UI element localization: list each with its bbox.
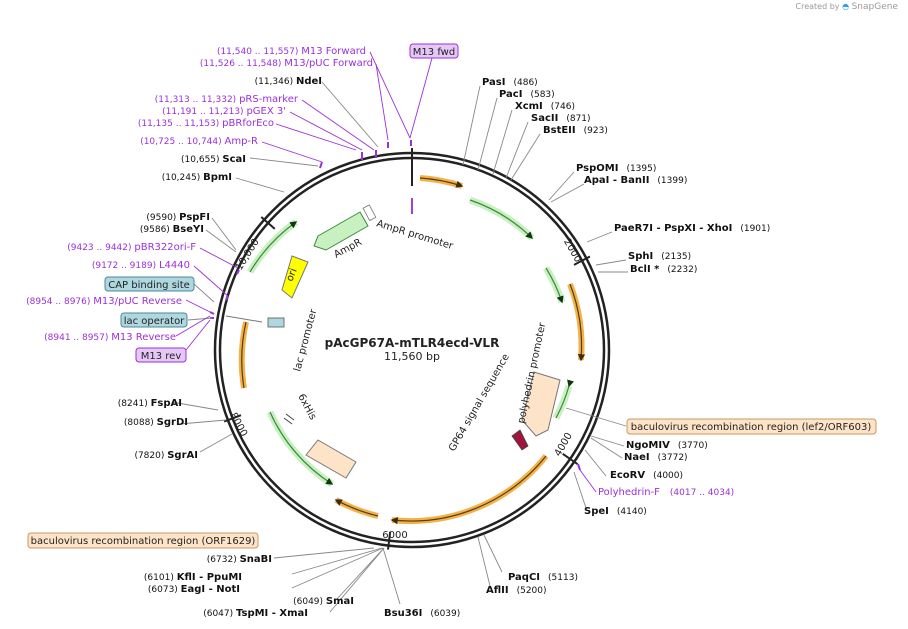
m13-rev-label: M13 rev — [141, 351, 182, 362]
lac-operator-label: lac operator — [124, 316, 185, 327]
primer-label-6[interactable]: (9423 .. 9442) pBR322ori-F — [67, 242, 196, 253]
enzyme-label-18[interactable]: (10,655) ScaI — [181, 154, 246, 165]
ori-feature: ori — [281, 255, 309, 299]
enzyme-label-6[interactable]: ApaI - BanII(1399) — [584, 175, 687, 186]
ori-label: ori — [285, 267, 300, 283]
enzyme-label-22[interactable]: (8241) FspAI — [118, 398, 182, 409]
enzyme-label-4[interactable]: BstEII(923) — [543, 125, 608, 136]
gp64-signal-label: GP64 signal sequence — [447, 352, 512, 453]
enzyme-label-5[interactable]: PspOMI(1395) — [576, 163, 656, 174]
primer-label-10[interactable]: Polyhedrin-F(4017 .. 4034) — [598, 487, 734, 498]
green-feature-arcs — [246, 196, 575, 487]
baculo-orf1629-label: baculovirus recombination region (ORF162… — [31, 536, 256, 547]
enzyme-label-10[interactable]: NgoMIV(3770) — [626, 440, 708, 451]
enzyme-label-24[interactable]: (7820) SgrAI — [134, 450, 198, 461]
ampr-feature: AmpR AmpR promoter — [313, 204, 455, 261]
primer-label-5[interactable]: (10,725 .. 10,744) Amp-R — [140, 136, 258, 147]
enzyme-label-8[interactable]: SphI(2135) — [628, 251, 691, 262]
label-leader-lines — [171, 81, 628, 613]
enzyme-label-14[interactable]: PaqCI(5113) — [508, 572, 578, 583]
primer-label-1[interactable]: (11,526 .. 11,548) M13/pUC Forward — [200, 58, 373, 69]
primer-label-2[interactable]: (11,313 .. 11,332) pRS-marker — [155, 94, 299, 105]
enzyme-label-1[interactable]: PacI(583) — [499, 89, 555, 100]
enzyme-label-28[interactable]: (6049) SmaI — [293, 596, 354, 607]
lac-operator-box[interactable]: lac operator — [120, 312, 188, 328]
enzyme-label-17[interactable]: (11,346) NdeI — [255, 76, 322, 87]
enzyme-label-25[interactable]: (6732) SnaBI — [207, 554, 272, 565]
plasmid-size: 11,560 bp — [384, 350, 440, 363]
baculo-lef2-box[interactable]: baculovirus recombination region (lef2/O… — [626, 418, 877, 435]
watermark-brand: SnapGene — [851, 2, 898, 12]
primer-label-3[interactable]: (11,191 .. 11,213) pGEX 3' — [162, 106, 286, 117]
his6-label: 6xHis — [295, 392, 318, 422]
his6-feature: 6xHis — [283, 392, 357, 479]
lac-promoter-label: lac promoter — [292, 307, 319, 373]
snapgene-watermark: Created by ◓ SnapGene — [796, 2, 899, 12]
enzyme-label-26[interactable]: (6101) KflI - PpuMI — [144, 572, 242, 583]
tick-6000 — [387, 531, 392, 550]
watermark-prefix: Created by — [795, 2, 840, 11]
tick-10000 — [260, 216, 276, 230]
enzyme-label-0[interactable]: PasI(486) — [482, 77, 538, 88]
primer-marks — [209, 140, 581, 471]
ampr-promoter-label: AmpR promoter — [375, 218, 455, 252]
m13-fwd-box[interactable]: M13 fwd — [409, 43, 459, 59]
enzyme-label-29[interactable]: (6047) TspMI - XmaI — [203, 608, 308, 619]
primer-label-9[interactable]: (8941 .. 8957) M13 Reverse — [44, 332, 176, 343]
snapgene-logo-icon: ◓ — [842, 2, 850, 11]
plasmid-name: pAcGP67A-mTLR4ecd-VLR — [325, 336, 500, 350]
tick-8000 — [223, 414, 242, 423]
enzyme-label-20[interactable]: (9590) PspFI — [146, 212, 210, 223]
tick-2000 — [573, 255, 591, 266]
enzyme-label-27[interactable]: (6073) EagI - NotI — [148, 584, 240, 595]
tick-label-2000: 2000 — [561, 237, 583, 265]
primer-label-4[interactable]: (11,135 .. 11,153) pBRforEco — [138, 118, 274, 129]
baculo-lef2-label: baculovirus recombination region (lef2/O… — [631, 422, 872, 433]
baculo-lef2-arc — [419, 175, 586, 362]
tick-4000 — [562, 453, 579, 465]
enzyme-label-7[interactable]: PaeR7I - PspXI - XhoI(1901) — [614, 223, 770, 234]
cap-site-label: CAP binding site — [108, 280, 190, 291]
cap-site-box[interactable]: CAP binding site — [104, 276, 195, 292]
m13-fwd-label: M13 fwd — [413, 47, 455, 58]
site-labels: PasI(486)PacI(583)XcmI(746)SacII(871)Bst… — [26, 46, 770, 619]
enzyme-label-3[interactable]: SacII(871) — [531, 113, 591, 124]
baculo-orf1629-arc — [238, 321, 549, 525]
enzyme-label-15[interactable]: AflII(5200) — [486, 585, 547, 596]
primer-label-0[interactable]: (11,540 .. 11,557) M13 Forward — [217, 46, 366, 57]
enzyme-label-23[interactable]: (8088) SgrDI — [124, 417, 188, 428]
enzyme-label-9[interactable]: BclI *(2232) — [630, 264, 697, 275]
tick-label-4000: 4000 — [553, 431, 575, 459]
enzyme-label-21[interactable]: (9586) BseYI — [140, 224, 204, 235]
m13-rev-box[interactable]: M13 rev — [135, 347, 187, 363]
enzyme-label-12[interactable]: EcoRV(4000) — [610, 470, 683, 481]
enzyme-label-16[interactable]: Bsu36I(6039) — [384, 608, 460, 619]
primer-label-8[interactable]: (8954 .. 8976) M13/pUC Reverse — [26, 296, 182, 307]
enzyme-label-2[interactable]: XcmI(746) — [515, 101, 575, 112]
enzyme-label-19[interactable]: (10,245) BpmI — [162, 172, 232, 183]
primer-label-7[interactable]: (9172 .. 9189) L4440 — [92, 260, 190, 271]
baculo-orf1629-box[interactable]: baculovirus recombination region (ORF162… — [27, 532, 259, 549]
enzyme-label-11[interactable]: NaeI(3772) — [624, 452, 688, 463]
primer-leader-lines — [175, 51, 597, 493]
tick-label-6000: 6000 — [382, 530, 407, 541]
enzyme-label-13[interactable]: SpeI(4140) — [584, 506, 647, 517]
